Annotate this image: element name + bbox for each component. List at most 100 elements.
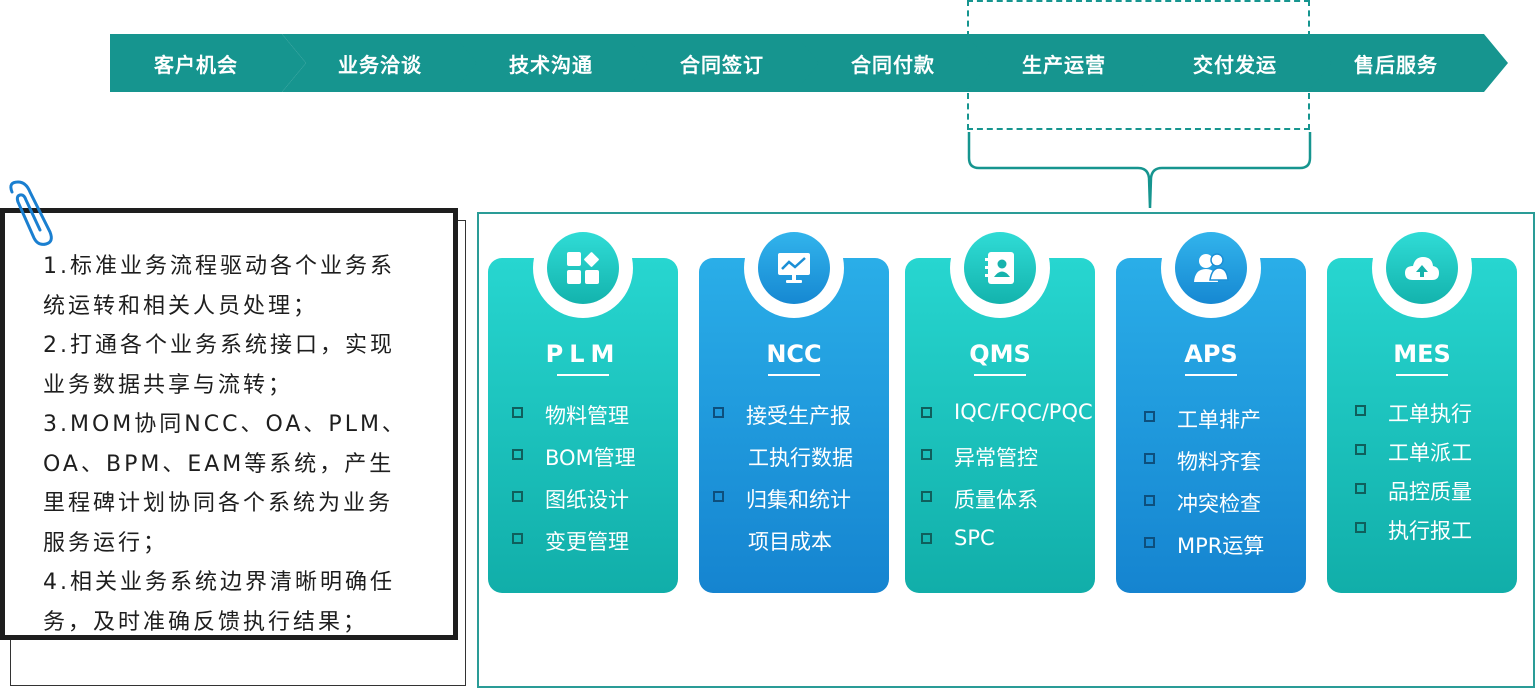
- bullet-square-icon: [713, 407, 724, 418]
- id-card-icon: [964, 232, 1036, 304]
- module-card-aps: APS 工单排产 物料齐套 冲突检查 MPR运算: [1116, 218, 1306, 593]
- bullet-square-icon: [512, 533, 523, 544]
- icon-ring: [1161, 218, 1261, 318]
- process-flow: 客户机会 业务洽谈 技术沟通 合同签订 合同付款 生产运营 交付发运 售后服务: [110, 34, 1508, 92]
- bullet-square-icon: [1355, 405, 1366, 416]
- module-card-qms: QMS IQC/FQC/PQC 异常管控 质量体系 SPC: [905, 218, 1095, 593]
- bullet-square-icon: [921, 407, 932, 418]
- module-item: IQC/FQC/PQC: [921, 400, 1093, 424]
- module-card-ncc: NCC 接受生产报 工执行数据 归集和统计 项目成本: [699, 218, 889, 593]
- note-line: 统运转和相关人员处理；: [43, 293, 319, 319]
- module-item-label: BOM管理: [545, 446, 636, 470]
- module-item-label: 工执行数据: [748, 446, 853, 470]
- bullet-square-icon: [1144, 495, 1155, 506]
- cloud-upload-icon: [1386, 232, 1458, 304]
- icon-ring: [1372, 218, 1472, 318]
- grid-apps-icon: [547, 232, 619, 304]
- icon-ring: [950, 218, 1050, 318]
- process-step-after-sales: 售后服务: [1308, 34, 1508, 92]
- module-item-label: IQC/FQC/PQC: [954, 400, 1093, 424]
- users-icon: [1175, 232, 1247, 304]
- highlight-dashed-box: [967, 0, 1310, 130]
- module-item-label: 项目成本: [748, 530, 832, 554]
- module-item-label: 物料齐套: [1177, 450, 1261, 474]
- module-item-label: 工单排产: [1177, 408, 1261, 432]
- note-line: 服务运行；: [43, 530, 169, 556]
- title-underline: [1185, 374, 1237, 376]
- process-step-production-operation: 生产运营: [966, 34, 1162, 92]
- note-line: 2.打通各个业务系统接口，实现: [43, 333, 395, 358]
- process-step-delivery-shipping: 交付发运: [1137, 34, 1333, 92]
- brace-connector: [967, 132, 1312, 209]
- module-title: PLM: [545, 340, 621, 368]
- note-line: 3.MOM协同NCC、OA、PLM、: [43, 412, 407, 437]
- module-item-label: SPC: [954, 526, 995, 550]
- icon-ring: [533, 218, 633, 318]
- module-item-label: 冲突检查: [1177, 492, 1261, 516]
- bullet-square-icon: [921, 449, 932, 460]
- bullet-square-icon: [921, 491, 932, 502]
- note-line: OA、BPM、EAM等系统，产生: [43, 451, 395, 477]
- bullet-square-icon: [512, 449, 523, 460]
- icon-ring: [744, 218, 844, 318]
- module-item: 图纸设计: [512, 484, 629, 514]
- note-line: 务，及时准确反馈执行结果；: [43, 609, 369, 635]
- module-item-label: 异常管控: [954, 446, 1038, 470]
- module-item-label: 工单执行: [1388, 402, 1472, 426]
- module-item: 冲突检查: [1144, 488, 1261, 518]
- module-item-label: 归集和统计: [746, 488, 851, 512]
- bullet-square-icon: [512, 491, 523, 502]
- module-item: 归集和统计: [713, 484, 851, 514]
- process-step-customer-opportunity: 客户机会: [110, 34, 306, 92]
- process-step-contract-payment: 合同付款: [795, 34, 991, 92]
- module-title: APS: [1184, 340, 1238, 368]
- module-item: SPC: [921, 526, 995, 550]
- module-item-label: 质量体系: [954, 488, 1038, 512]
- bullet-square-icon: [1144, 453, 1155, 464]
- note-line: 1.标准业务流程驱动各个业务系: [43, 254, 395, 279]
- module-item: 品控质量: [1355, 476, 1472, 506]
- module-title: QMS: [969, 340, 1031, 368]
- note-line: 业务数据共享与流转；: [43, 372, 294, 398]
- module-card-plm: PLM 物料管理 BOM管理 图纸设计 变更管理: [488, 218, 678, 593]
- module-item: 工单执行: [1355, 398, 1472, 428]
- note-line: 里程碑计划协同各个系统为业务: [43, 491, 394, 516]
- module-item: 物料管理: [512, 400, 629, 430]
- bullet-square-icon: [713, 491, 724, 502]
- note-box: 1.标准业务流程驱动各个业务系 统运转和相关人员处理； 2.打通各个业务系统接口…: [0, 208, 458, 640]
- module-item: 质量体系: [921, 484, 1038, 514]
- module-item-label: 品控质量: [1388, 480, 1472, 504]
- module-item: BOM管理: [512, 442, 636, 472]
- module-item-label: 工单派工: [1388, 441, 1472, 465]
- bullet-square-icon: [921, 533, 932, 544]
- module-item: 异常管控: [921, 442, 1038, 472]
- module-item-label: 接受生产报: [746, 404, 851, 428]
- process-step-business-negotiation: 业务洽谈: [282, 34, 478, 92]
- module-item-label: 执行报工: [1388, 519, 1472, 543]
- module-title: NCC: [766, 340, 822, 368]
- title-underline: [557, 374, 609, 376]
- title-underline: [974, 374, 1026, 376]
- module-title: MES: [1393, 340, 1451, 368]
- module-item: 工单派工: [1355, 437, 1472, 467]
- bullet-square-icon: [1144, 537, 1155, 548]
- title-underline: [1396, 374, 1448, 376]
- modules-panel: [477, 212, 1535, 688]
- module-item-continuation: 项目成本: [748, 526, 832, 556]
- module-item-continuation: 工执行数据: [748, 442, 853, 472]
- bullet-square-icon: [1144, 411, 1155, 422]
- paperclip-icon: [9, 180, 53, 246]
- module-item: 物料齐套: [1144, 446, 1261, 476]
- module-item: MPR运算: [1144, 530, 1264, 560]
- process-step-technical-communication: 技术沟通: [453, 34, 649, 92]
- note-line: 4.相关业务系统边界清晰明确任: [43, 570, 395, 595]
- title-underline: [768, 374, 820, 376]
- module-item-label: 物料管理: [545, 404, 629, 428]
- module-item-label: 图纸设计: [545, 488, 629, 512]
- chart-monitor-icon: [758, 232, 830, 304]
- bullet-square-icon: [512, 407, 523, 418]
- module-item: 接受生产报: [713, 400, 851, 430]
- module-item-label: 变更管理: [545, 530, 629, 554]
- bullet-square-icon: [1355, 483, 1366, 494]
- module-item: 执行报工: [1355, 515, 1472, 545]
